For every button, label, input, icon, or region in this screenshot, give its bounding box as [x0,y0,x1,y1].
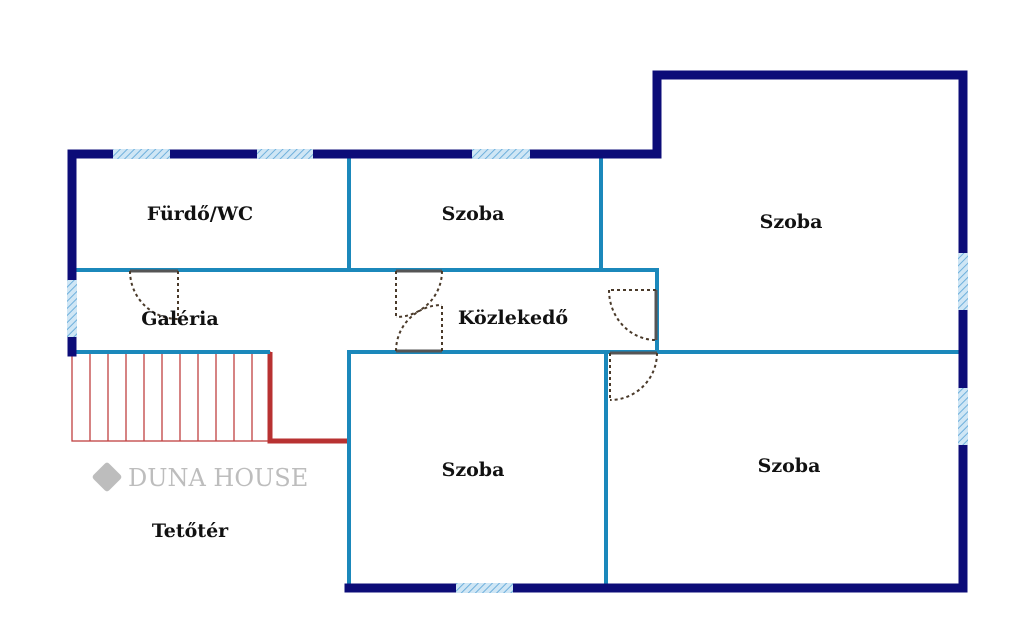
window [67,280,77,337]
window [958,388,968,445]
windows [67,149,968,593]
window [456,583,513,593]
stair-railing [267,352,349,444]
doors [129,269,658,401]
staircase [71,351,271,442]
window [113,149,170,159]
room-label-room: Szoba [760,211,823,233]
window [958,253,968,310]
watermark-text: DUNA HOUSE [128,464,308,492]
room-label-corridor: Közlekedő [458,307,568,329]
window [257,149,313,159]
room-label-attic: Tetőtér [152,520,229,542]
watermark-logo: DUNA HOUSE [92,462,308,492]
room-label-room: Szoba [442,203,505,225]
room-label-room: Szoba [758,455,821,477]
room-label-room: Szoba [442,459,505,481]
room-label-gallery: Galéria [141,308,218,330]
room-label-bathroom: Fürdő/WC [147,203,253,225]
outer-walls [67,70,968,593]
window [472,149,530,159]
